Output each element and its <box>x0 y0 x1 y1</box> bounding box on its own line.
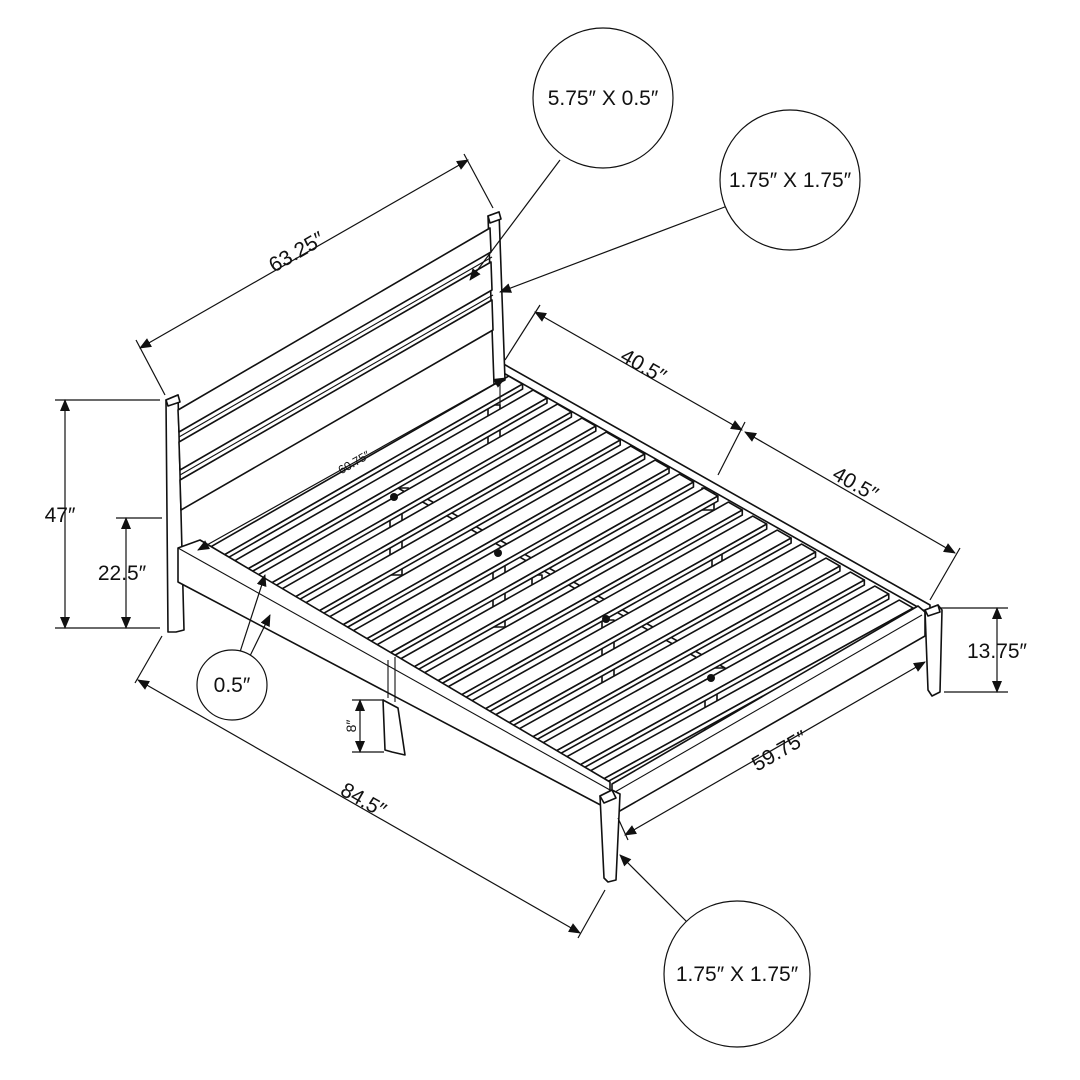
leader-slat-thickness-b <box>247 614 271 661</box>
bed-illustration <box>165 211 943 883</box>
label-headboard-leg-height: 22.5″ <box>98 562 147 585</box>
leader-slat-size <box>469 159 561 281</box>
leader-headboard-post-size <box>499 204 731 293</box>
leader-slat-thickness-a <box>239 574 267 653</box>
dim-line-headboard-width <box>139 159 469 349</box>
callout-slat-thickness: 0.5″ <box>214 674 251 697</box>
callout-foot-leg-size: 1.75″ X 1.75″ <box>676 963 799 986</box>
dim-line-inner-width <box>197 377 506 551</box>
callout-circle-foot-leg-size <box>663 900 811 1048</box>
center-leg <box>382 699 406 756</box>
dim-line-half-length-front <box>744 431 956 554</box>
leader-foot-leg-size <box>619 854 691 926</box>
front-left-foot-leg <box>599 789 621 883</box>
screw-dot <box>390 493 398 501</box>
label-center-leg-height: 8″ <box>343 720 359 733</box>
callout-circle-slat-size <box>532 27 674 169</box>
callout-circle-slat-thickness <box>196 649 268 721</box>
front-right-foot-leg <box>924 604 943 697</box>
foot-legs <box>599 604 943 883</box>
label-headboard-width: 63.25″ <box>265 227 329 277</box>
dim-line-footboard-width <box>624 661 926 836</box>
label-total-length: 84.5″ <box>337 778 391 822</box>
label-total-height: 47″ <box>45 504 76 527</box>
callout-headboard-post-size: 1.75″ X 1.75″ <box>729 169 852 192</box>
screw-dot <box>494 549 502 557</box>
dim-line-total-length <box>137 679 581 934</box>
headboard-panel-2 <box>178 261 493 471</box>
callout-slat-size: 5.75″ X 0.5″ <box>548 87 659 110</box>
dim-line-half-length-rear <box>534 311 743 431</box>
screw-dot <box>707 674 715 682</box>
label-half-length-front: 40.5″ <box>829 462 883 506</box>
dimension-lines <box>55 153 1008 939</box>
callout-circle-headboard-post-size <box>719 109 861 251</box>
screw-dot <box>602 615 610 623</box>
label-half-length-rear: 40.5″ <box>617 344 671 388</box>
callouts: 5.75″ X 0.5″ 1.75″ X 1.75″ 0.5″ 1.75″ X … <box>196 27 861 1048</box>
slats <box>207 375 914 785</box>
label-footboard-height: 13.75″ <box>967 640 1028 663</box>
label-footboard-width: 59.75″ <box>748 726 812 776</box>
